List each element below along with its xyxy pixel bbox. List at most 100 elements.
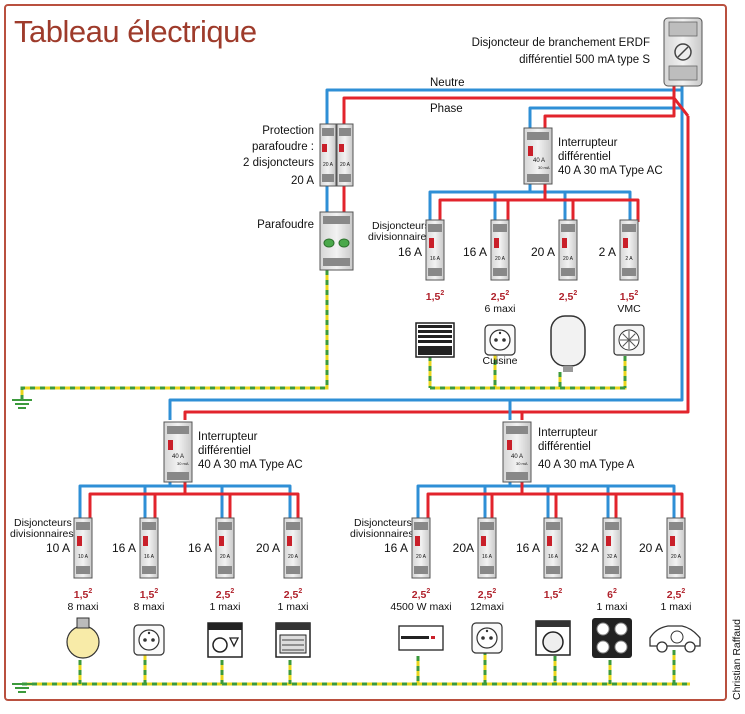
circuit-note: VMC <box>617 303 641 315</box>
wire-section: 2,52 <box>216 588 235 601</box>
breaker-body <box>139 517 159 579</box>
vent-blade <box>622 333 630 341</box>
circuit-note: 12maxi <box>470 601 504 613</box>
breaker-terminal-bottom <box>546 566 560 574</box>
rcd-bl-label-1: Interrupteur <box>198 431 258 443</box>
heater-fin <box>418 340 452 343</box>
breaker-toggle <box>494 238 499 248</box>
breaker-body <box>490 219 510 281</box>
electric-car-icon <box>649 625 701 653</box>
dishwasher-icon <box>207 622 243 658</box>
breaker-body <box>283 517 303 579</box>
outlet-hole <box>481 636 485 640</box>
breaker-toggle <box>606 536 611 546</box>
rcd-bl-label-2: différentiel <box>198 445 251 457</box>
breaker-terminal-bottom <box>286 566 300 574</box>
breaker-rating: 10 A <box>46 541 70 555</box>
breaker-terminal-top <box>428 224 442 232</box>
breaker-toggle <box>481 536 486 546</box>
ground-symbol-bottom <box>12 683 32 693</box>
rcd-bottom-left: 40 A 30 mA <box>163 421 193 483</box>
group-label-top-2: divisionnaires <box>368 231 432 243</box>
breaker-face-label: 16 A <box>144 554 155 560</box>
breaker-terminal-bottom <box>493 268 507 276</box>
outlet-earth-pin <box>498 331 502 335</box>
rcd-bottom-right: 40 A 30 mA <box>502 421 532 483</box>
circuit-note: 1 maxi <box>661 601 692 613</box>
cooktop-icon <box>592 618 632 658</box>
circuit-circuits_bottom_left-2: 20 A16 A2,521 maxi <box>188 517 243 658</box>
breaker-terminal-bottom <box>76 566 90 574</box>
breaker-rating: 16 A <box>463 245 487 259</box>
breaker-rating: 20 A <box>639 541 663 555</box>
wire-section: 1,52 <box>426 290 445 303</box>
outlet-face <box>138 629 160 651</box>
neutral-trunk <box>168 108 684 420</box>
section-unit: 2 <box>230 588 234 595</box>
arrester-label: Parafoudre <box>257 219 314 231</box>
section-unit: 2 <box>492 588 496 595</box>
water-heater-icon <box>550 315 586 372</box>
wire-section: 1,52 <box>74 588 93 601</box>
circuit-note: 1 maxi <box>210 601 241 613</box>
rcd-bl-face: 40 A <box>172 454 184 460</box>
breaker-face-label: 2 A <box>625 256 633 262</box>
circuit-note: 1 maxi <box>597 601 628 613</box>
wire-section: 1,52 <box>544 588 563 601</box>
breaker-body <box>666 517 686 579</box>
cooktop-ring <box>614 640 628 654</box>
section-unit: 2 <box>573 290 577 297</box>
breaker-face-label: 20 A <box>671 554 682 560</box>
rcd-top: 40 A 30 mA <box>523 127 553 185</box>
bulb-glass <box>66 625 100 659</box>
breaker-toggle <box>415 536 420 546</box>
breaker-body <box>411 517 431 579</box>
breaker-terminal-bottom <box>428 268 442 276</box>
car-plug <box>670 630 684 644</box>
rcd-bl-label-3: 40 A 30 mA Type AC <box>198 459 303 471</box>
breaker-rating: 16 A <box>516 541 540 555</box>
breaker-terminal-top <box>480 522 494 530</box>
circuit-circuits_bottom_left-1: 16 A16 A1,528 maxi <box>112 517 165 656</box>
rcd-br-label-2: différentiel <box>538 441 591 453</box>
ventilation-icon <box>613 324 645 356</box>
outlet-earth-pin <box>485 629 489 633</box>
circuit-circuits_bottom_right-2: 16 A16 A1,52 <box>516 517 571 656</box>
cooktop-ring <box>596 622 610 636</box>
erdf-main-breaker <box>663 17 703 87</box>
outlet-icon <box>133 624 165 656</box>
breaker-rating: 16 A <box>398 245 422 259</box>
breaker-face-label: 20 A <box>416 554 427 560</box>
washing-machine-icon <box>535 620 571 656</box>
surge-arrester <box>319 211 354 271</box>
breaker-terminal-bottom <box>669 566 683 574</box>
breaker-body <box>73 517 93 579</box>
surge-label-4: 20 A <box>291 175 314 187</box>
wire-section: 2,52 <box>491 290 510 303</box>
outlet-hole <box>489 636 493 640</box>
rcd-top-label-3: 40 A 30 mA Type AC <box>558 165 663 177</box>
breaker-face-label: 20 A <box>220 554 231 560</box>
frame-border <box>4 4 727 701</box>
section-unit: 2 <box>88 588 92 595</box>
breaker-terminal-bottom <box>622 268 636 276</box>
breaker-toggle <box>77 536 82 546</box>
breaker-face-label: 20 A <box>563 256 574 262</box>
outlet-icon <box>471 622 503 654</box>
group-label-top-1: Disjoncteurs <box>372 220 430 232</box>
breaker-rating: 2 A <box>599 245 616 259</box>
page-title: Tableau électrique <box>14 14 257 49</box>
outlet-hole <box>151 638 155 642</box>
light-bulb-icon <box>66 617 100 659</box>
section-unit: 2 <box>613 588 617 595</box>
earth-wires <box>20 270 690 686</box>
breaker-rating: 16 A <box>384 541 408 555</box>
phase-main <box>342 86 676 124</box>
panel-heater-icon <box>415 322 455 358</box>
outlet-hole <box>143 638 147 642</box>
section-unit: 2 <box>154 588 158 595</box>
phase-trunk <box>183 116 690 420</box>
